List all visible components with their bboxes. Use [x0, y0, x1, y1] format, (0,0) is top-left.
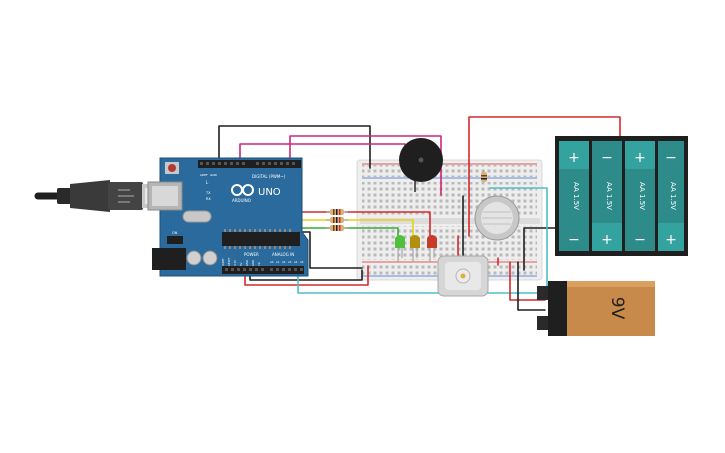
- leds: [395, 235, 437, 262]
- dc-motor: [437, 255, 489, 297]
- analog-pin-label: A5: [300, 260, 304, 264]
- battery-plus-label: +: [568, 150, 580, 166]
- wire-green-led: [344, 227, 399, 237]
- aa-battery-pack: + − − + + − − + AA 1.5V AA 1.5V AA 1.5V …: [555, 136, 688, 256]
- battery-minus-label: −: [568, 232, 580, 248]
- tx-label: TX: [205, 191, 211, 195]
- battery-cell-label: AA 1.5V: [572, 182, 580, 210]
- arduino-logo-icon: [231, 184, 254, 196]
- analog-pin-label: A3: [288, 260, 292, 264]
- wire-black-9v: [517, 261, 546, 311]
- analog-pin-label: A4: [294, 260, 298, 264]
- piezo-buzzer: [399, 138, 443, 192]
- power-pin-label: RESET: [227, 257, 231, 266]
- wire-red-battery-pack: [468, 116, 621, 237]
- analog-pin-label: A0: [270, 260, 274, 264]
- power-pin-label: GND: [251, 260, 255, 266]
- wire-yellow-led: [344, 219, 414, 237]
- battery-cell-label: AA 1.5V: [638, 182, 646, 210]
- resistor: [481, 172, 487, 182]
- battery-cell-label: AA 1.5V: [605, 182, 613, 210]
- battery-9v: 9V: [537, 281, 655, 336]
- wire-red-led: [344, 211, 431, 237]
- wire-red-bottom: [244, 265, 369, 286]
- wire-red-9v: [509, 261, 546, 301]
- battery-cell-label: AA 1.5V: [669, 182, 677, 210]
- battery-plus-label: +: [601, 232, 613, 248]
- resistor: [326, 217, 348, 223]
- l-label: L: [206, 180, 209, 185]
- gnd-label: GND: [210, 173, 218, 177]
- battery-9v-label: 9V: [607, 297, 627, 320]
- resistor: [326, 225, 348, 231]
- digital-label: DIGITAL (PWM~): [252, 174, 286, 179]
- power-pin-label: GND: [245, 260, 249, 266]
- arduino-uno: DIGITAL (PWM~) AREF GND L TX RX UNO ARDU…: [147, 157, 309, 277]
- battery-minus-label: −: [601, 150, 613, 166]
- led-green: [395, 235, 405, 262]
- power-label: POWER: [244, 252, 259, 257]
- battery-plus-label: +: [665, 232, 677, 248]
- usb-cable: [34, 180, 160, 212]
- analog-label: ANALOG IN: [272, 252, 294, 257]
- battery-plus-label: +: [634, 150, 646, 166]
- reset-button: [168, 164, 176, 172]
- resistor: [326, 209, 348, 215]
- uno-label: UNO: [258, 187, 281, 198]
- gas-sensor: [474, 195, 520, 241]
- power-pin-label: 3.3V: [233, 260, 237, 266]
- aref-label: AREF: [200, 173, 208, 177]
- resistors: [326, 172, 487, 231]
- analog-pin-label: A1: [276, 260, 280, 264]
- rx-label: RX: [206, 197, 211, 201]
- power-pin-label: 5V: [239, 262, 243, 266]
- battery-minus-label: −: [634, 232, 646, 248]
- led-red: [427, 235, 437, 262]
- brand-label: ARDUINO: [232, 198, 251, 203]
- led-yellow: [410, 235, 420, 262]
- power-pin-label: Vin: [257, 262, 261, 266]
- on-label: ON: [172, 231, 178, 235]
- battery-minus-label: −: [665, 150, 677, 166]
- analog-pin-label: A2: [282, 260, 286, 264]
- power-pin-label: IOREF: [221, 258, 225, 266]
